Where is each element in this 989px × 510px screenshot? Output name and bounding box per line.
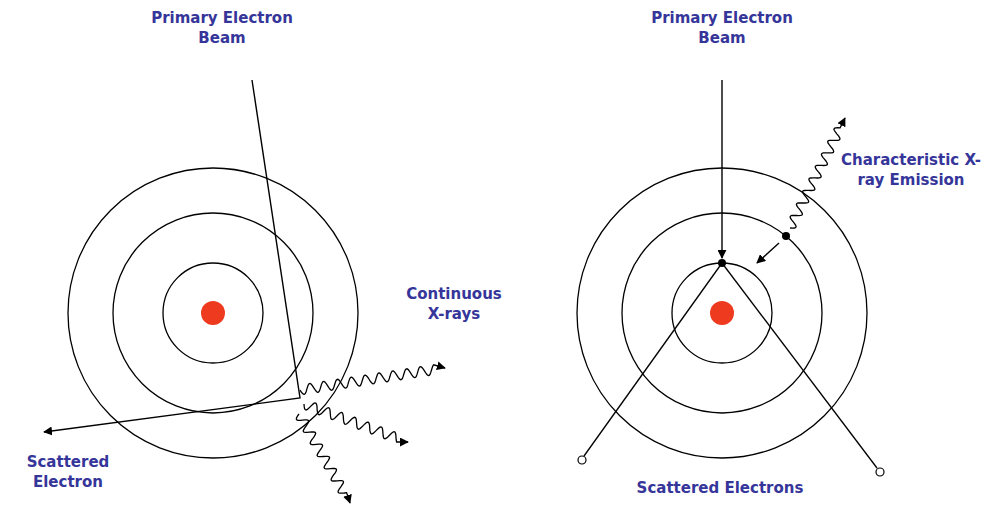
xray-wave: [304, 403, 408, 442]
left-atom: [68, 168, 358, 458]
electron-path: [721, 80, 722, 258]
electron-path: [584, 263, 722, 456]
nucleus: [201, 301, 225, 325]
xray-waves: [296, 118, 845, 503]
electron-path: [44, 80, 300, 432]
xray-wave: [296, 414, 350, 503]
electron-shell: [113, 213, 313, 413]
electron-shell: [163, 263, 263, 363]
electron-label: Scattered Electron: [16, 452, 120, 492]
electron-dot: [718, 259, 726, 267]
electron-path: [722, 263, 877, 468]
electron-dot: [782, 232, 790, 240]
scattered-electron: [578, 456, 586, 464]
electron-shell: [68, 168, 358, 458]
nucleus: [710, 301, 734, 325]
electron-label: Scattered Electrons: [600, 478, 840, 498]
xray-wave: [790, 118, 845, 228]
electron-transition: [757, 243, 779, 263]
beam-label: Primary Electron Beam: [637, 8, 807, 48]
xray-label: Characteristic X-ray Emission: [840, 150, 982, 190]
scattered-electron: [876, 468, 884, 476]
beam-label: Primary Electron Beam: [137, 8, 307, 48]
xray-label: Continuous X-rays: [398, 284, 510, 324]
xray-wave: [300, 365, 445, 395]
